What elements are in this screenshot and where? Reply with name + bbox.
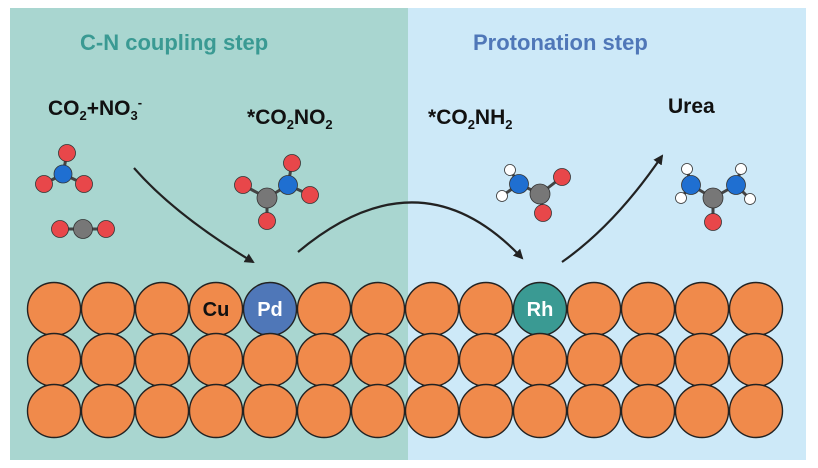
- co2no2-molecule: [234, 154, 319, 230]
- surface-atom: [134, 332, 190, 388]
- surface-atom: [674, 383, 730, 439]
- surface-atom: [26, 281, 82, 337]
- surface-atom: [134, 281, 190, 337]
- surface-atom: [188, 383, 244, 439]
- surface-atom: [458, 281, 514, 337]
- surface-atom-cu: Cu: [188, 281, 244, 337]
- surface-atom: [242, 383, 298, 439]
- surface-atom: [296, 383, 352, 439]
- surface-atom: [566, 383, 622, 439]
- surface-atom: [296, 281, 352, 337]
- surface-atom: [26, 332, 82, 388]
- surface-atom: [620, 281, 676, 337]
- surface-atom: [674, 332, 730, 388]
- surface-atom: [512, 383, 568, 439]
- surface-atom: [134, 383, 190, 439]
- surface-atom: [26, 383, 82, 439]
- co2-molecule: [51, 219, 115, 239]
- surface-atom: [512, 332, 568, 388]
- arrow-to-co2nh2: [297, 201, 524, 260]
- surface-atom: [188, 332, 244, 388]
- surface-atom: [566, 332, 622, 388]
- surface-atom: [80, 383, 136, 439]
- surface-atom: [620, 383, 676, 439]
- surface-atom: [80, 281, 136, 337]
- surface-atom: [80, 332, 136, 388]
- surface-atom: [458, 332, 514, 388]
- reactants-label: CO2+NO3-: [48, 95, 143, 124]
- surface-atom: [728, 383, 784, 439]
- right-panel-title: Protonation step: [473, 30, 648, 55]
- surface-atom: [350, 281, 406, 337]
- surface-atom: [728, 332, 784, 388]
- surface-atom: [566, 281, 622, 337]
- surface-atom: [404, 281, 460, 337]
- co2nh2-molecule: [496, 164, 571, 222]
- surface-atom: [350, 383, 406, 439]
- surface-atom: [728, 281, 784, 337]
- surface-atom: [350, 332, 406, 388]
- dopant-label: Cu: [203, 299, 230, 321]
- urea-molecule: [675, 163, 756, 231]
- dopant-label: Rh: [527, 299, 554, 321]
- co2no2-label: *CO2NO2: [247, 106, 333, 133]
- surface-atom: [242, 332, 298, 388]
- arrow-to-co2no2: [133, 167, 255, 264]
- surface-atom: [620, 332, 676, 388]
- right-panel: [408, 8, 806, 460]
- co2nh2-label: *CO2NH2: [428, 106, 513, 133]
- surface-atom-pd: Pd: [242, 281, 298, 337]
- surface-atom: [674, 281, 730, 337]
- left-panel-title: C-N coupling step: [80, 30, 269, 55]
- surface-atom: [458, 383, 514, 439]
- arrow-to-urea: [561, 154, 664, 263]
- surface-atom: [296, 332, 352, 388]
- surface-atom: [404, 332, 460, 388]
- nitrate-molecule: [35, 144, 93, 193]
- dopant-label: Pd: [257, 299, 283, 321]
- surface-atom: [404, 383, 460, 439]
- surface-atom-rh: Rh: [512, 281, 568, 337]
- urea-label: Urea: [668, 95, 715, 118]
